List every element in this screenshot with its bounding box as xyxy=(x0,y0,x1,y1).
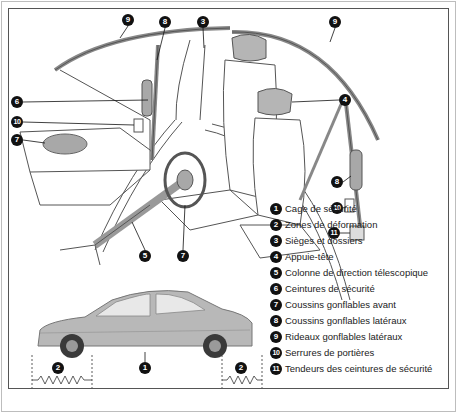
callout-number: 6 xyxy=(270,283,282,295)
cabin-drawing xyxy=(20,28,378,300)
callout-number: 9 xyxy=(122,14,134,26)
part-name: Cage de sécurité xyxy=(285,203,357,215)
part-name: Ceintures de sécurité xyxy=(285,283,375,295)
callout-number: 10 xyxy=(11,116,23,128)
callout-number: 7 xyxy=(11,134,23,146)
leader-lines xyxy=(23,26,351,362)
part-name: Rideaux gonflables latéraux xyxy=(285,331,402,343)
callout-number: 2 xyxy=(235,362,247,374)
callout-number: 7 xyxy=(270,299,282,311)
callout-number: 11 xyxy=(270,363,282,375)
part-name: Appuie-tête xyxy=(285,251,334,263)
callout-number: 2 xyxy=(52,362,64,374)
part-name: Sièges et dossiers xyxy=(285,235,363,247)
callout-number: 10 xyxy=(270,347,282,359)
callout-number: 7 xyxy=(177,250,189,262)
part-name: Coussins gonflables avant xyxy=(285,299,396,311)
car-side-view xyxy=(38,291,252,358)
callout-number: 6 xyxy=(11,96,23,108)
callout-number: 8 xyxy=(270,315,282,327)
callout-number: 5 xyxy=(139,250,151,262)
callout-number: 8 xyxy=(331,176,343,188)
callout-number: 9 xyxy=(329,16,341,28)
callout-number: 4 xyxy=(339,94,351,106)
part-name: Tendeurs des ceintures de sécurité xyxy=(285,363,432,375)
callout-number: 3 xyxy=(270,235,282,247)
part-name: Colonne de direction télescopique xyxy=(285,267,428,279)
figure-frame xyxy=(9,9,449,389)
part-name: Coussins gonflables latéraux xyxy=(285,315,406,327)
callout-number: 2 xyxy=(270,219,282,231)
callout-number: 3 xyxy=(197,16,209,28)
crumple-zone-brackets xyxy=(32,355,262,388)
callout-number: 8 xyxy=(159,16,171,28)
callout-number: 1 xyxy=(139,362,151,374)
part-name: Serrures de portières xyxy=(285,347,374,359)
callout-number: 4 xyxy=(270,251,282,263)
callout-number: 5 xyxy=(270,267,282,279)
callout-number: 9 xyxy=(270,331,282,343)
callout-number: 1 xyxy=(270,203,282,215)
part-name: Zones de déformation xyxy=(285,219,377,231)
